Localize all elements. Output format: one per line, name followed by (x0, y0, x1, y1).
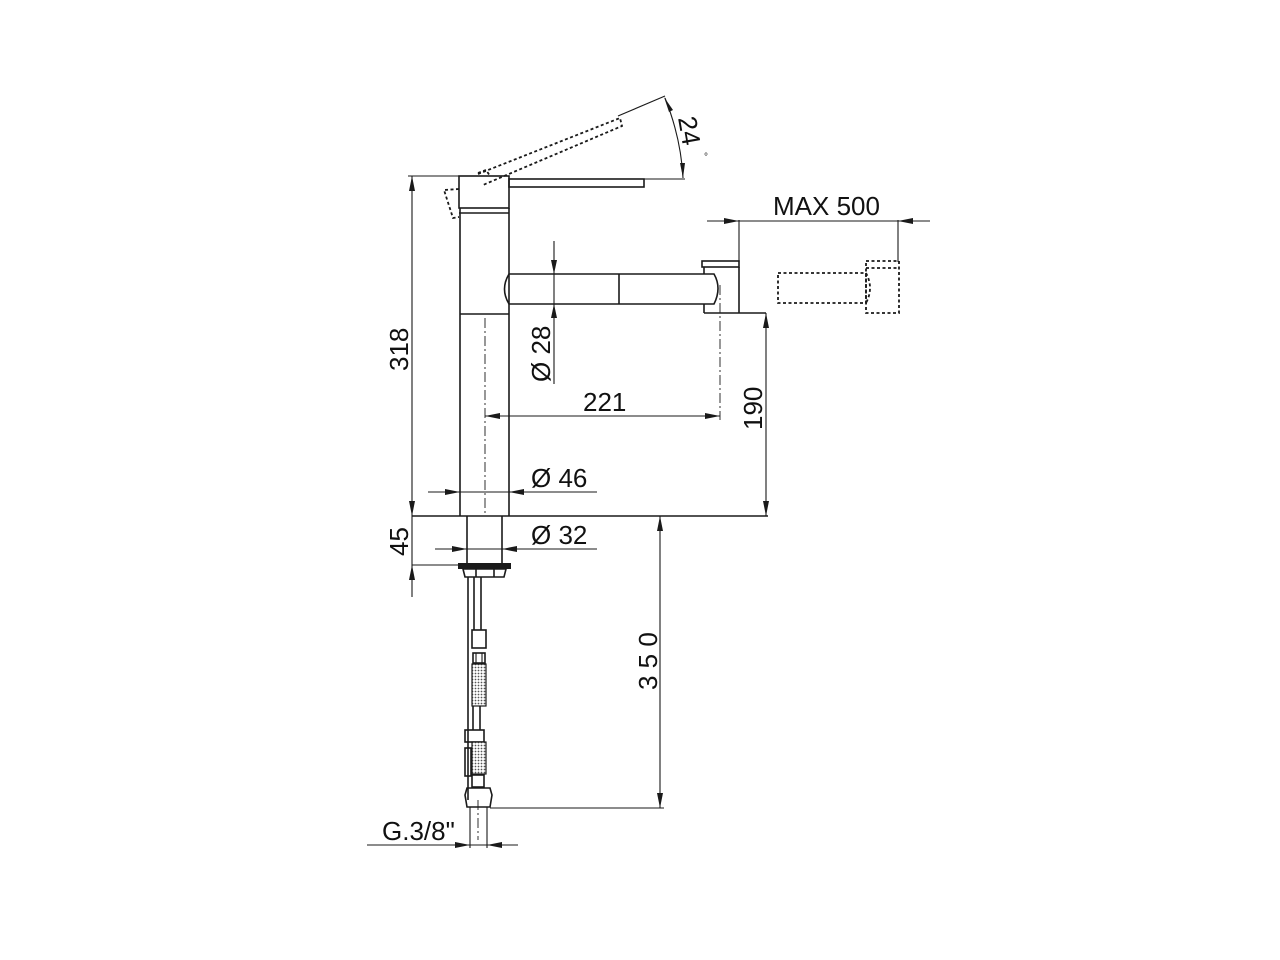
total-height-label: 318 (384, 328, 414, 371)
spout-diameter-dimension: Ø 28 (526, 241, 557, 384)
spout-height-label: 190 (738, 387, 768, 430)
hose-length-dimension: 3 5 0 (490, 516, 664, 809)
connection-thread-dimension: G.3/8" (367, 816, 518, 848)
shank (458, 516, 511, 578)
supply-hose (464, 577, 493, 848)
lever-raised-ghost (442, 116, 624, 220)
shank-diameter-dimension: Ø 32 (435, 520, 597, 552)
spout-reach-label: 221 (583, 387, 626, 417)
spout-reach-dimension: 221 (485, 387, 720, 419)
spray-head-extended-ghost (777, 260, 900, 314)
shank-diameter-label: Ø 32 (531, 520, 587, 550)
total-height-dimension: 318 (384, 175, 459, 516)
body-diameter-dimension: Ø 46 (428, 463, 597, 495)
faucet-body (458, 175, 510, 516)
degree-symbol: ° (704, 152, 708, 163)
hose-length-label: 3 5 0 (633, 632, 663, 690)
body-diameter-label: Ø 46 (531, 463, 587, 493)
pullout-label: MAX 500 (773, 191, 880, 221)
lever-angle-dimension: 24 ° (617, 95, 708, 180)
spout (503, 260, 766, 420)
spout-height-dimension: 190 (738, 313, 769, 516)
pullout-dimension: MAX 500 (707, 191, 930, 262)
shank-length-label: 45 (384, 527, 414, 556)
lever-handle (508, 178, 645, 188)
spout-diameter-label: Ø 28 (526, 326, 556, 382)
angle-label: 24 (672, 114, 707, 148)
connection-label: G.3/8" (382, 816, 455, 846)
shank-length-dimension: 45 (384, 516, 460, 597)
